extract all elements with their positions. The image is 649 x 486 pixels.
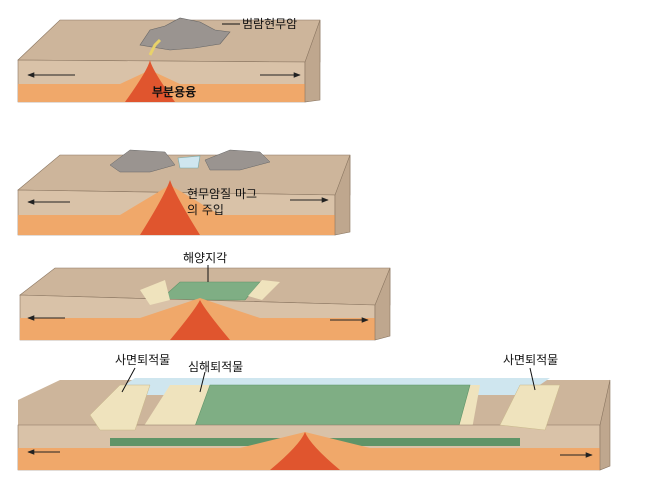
label-deep-sea-sediment: 심해퇴적물 xyxy=(188,360,243,374)
stage-1-block: 범람현무암 부분용융 xyxy=(17,17,321,103)
stage-3-block: 해양지각 xyxy=(19,251,391,341)
stage-2-rock-left xyxy=(109,149,176,173)
stage-2-side-face xyxy=(334,154,351,236)
stage-2-rock-right xyxy=(204,149,271,171)
stage-4-slope-sediment-left xyxy=(89,384,151,431)
label-flood-basalt: 범람현무암 xyxy=(242,17,297,31)
stage-2-rift-lake xyxy=(177,155,201,169)
stage-3-sediment-right xyxy=(248,280,280,300)
stage-4-block: 사면퇴적물 심해퇴적물 사면퇴적물 xyxy=(17,353,611,471)
stage-4-slope-sediment-right xyxy=(499,384,561,431)
stage-2-magma xyxy=(140,180,200,235)
label-basaltic-magma-injection-2: 의 주입 xyxy=(187,203,224,217)
stage-3-oceanic-crust-surface xyxy=(159,281,261,301)
stage-3-sediment-left xyxy=(140,280,170,305)
stage-1-side-face xyxy=(304,19,321,103)
stage-4-magma xyxy=(270,432,340,470)
label-slope-sediment-right: 사면퇴적물 xyxy=(503,353,558,367)
label-slope-sediment-left: 사면퇴적물 xyxy=(115,353,170,367)
stage-3-magma xyxy=(170,300,230,340)
stage-1-lava-channel xyxy=(148,38,162,56)
label-partial-melting: 부분용융 xyxy=(152,84,196,99)
stage-3-side-face xyxy=(374,267,391,341)
stage-1-basalt-flow xyxy=(139,17,231,51)
label-oceanic-crust: 해양지각 xyxy=(183,251,227,265)
stage-1-magma xyxy=(125,60,175,102)
stage-4-side-face xyxy=(599,379,611,471)
label-basaltic-magma-injection-1: 현무암질 마그 xyxy=(187,187,257,201)
stage-2-block: 현무암질 마그 의 주입 xyxy=(17,149,351,236)
